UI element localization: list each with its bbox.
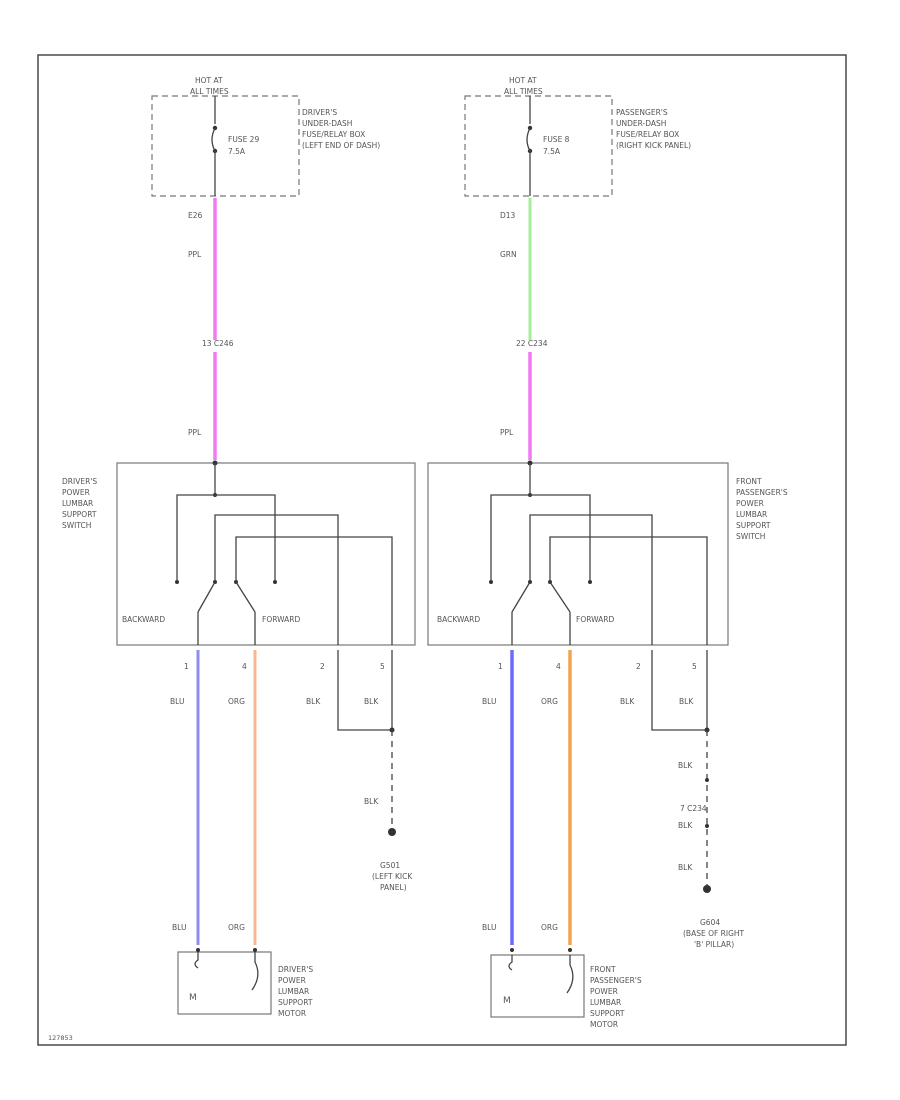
driver-motor-label-2: POWER	[278, 976, 306, 985]
driver-pin-2: 2	[320, 662, 325, 671]
passenger-ground-wire-label-2: BLK	[678, 821, 693, 830]
passenger-inline-connector: 22 C234	[516, 339, 548, 348]
driver-fuse-box-label-1: DRIVER'S	[302, 108, 337, 117]
driver-fuse-box-label-3: FUSE/RELAY BOX	[302, 130, 365, 139]
driver-wire-org-label: ORG	[228, 697, 245, 706]
driver-switch-label-2: POWER	[62, 488, 90, 497]
passenger-circuit: HOT AT ALL TIMES FUSE 8 7.5A PASSENGER'S…	[427, 76, 788, 1029]
passenger-lumbar-motor	[490, 954, 585, 1018]
passenger-pin-4: 4	[556, 662, 561, 671]
driver-ground-label-3: PANEL)	[380, 883, 407, 892]
driver-motor-label-4: SUPPORT	[278, 998, 313, 1007]
passenger-fuse-hot-line2: ALL TIMES	[504, 87, 543, 96]
diagram-frame	[37, 54, 847, 1046]
passenger-fuse-label-2: 7.5A	[543, 147, 561, 156]
passenger-lumbar-switch	[427, 462, 729, 646]
passenger-ground-point	[703, 885, 711, 893]
passenger-switch-label-5: SUPPORT	[736, 521, 771, 530]
driver-motor-symbol: M	[189, 993, 197, 1003]
passenger-fuse-box-label-4: (RIGHT KICK PANEL)	[616, 141, 691, 150]
driver-motor-wire-blu-label: BLU	[172, 923, 186, 932]
passenger-motor-label-6: MOTOR	[590, 1020, 618, 1029]
driver-wire-mid-label: PPL	[188, 428, 202, 437]
passenger-ground-label-3: 'B' PILLAR)	[694, 940, 734, 949]
driver-fuse-hot-line2: ALL TIMES	[190, 87, 229, 96]
driver-fuse-box	[151, 95, 300, 197]
driver-fuse-label-1: FUSE 29	[228, 135, 259, 144]
driver-fuse-hot-line1: HOT AT	[195, 76, 223, 85]
passenger-motor-wire-blu-label: BLU	[482, 923, 496, 932]
driver-switch-label-4: SUPPORT	[62, 510, 97, 519]
passenger-ground-label-1: G604	[700, 918, 720, 927]
passenger-motor-label-3: POWER	[590, 987, 618, 996]
driver-wire-blu-label: BLU	[170, 697, 184, 706]
driver-ground-point	[388, 828, 396, 836]
passenger-motor-label-4: LUMBAR	[590, 998, 621, 1007]
driver-pin-5: 5	[380, 662, 385, 671]
driver-motor-label-1: DRIVER'S	[278, 965, 313, 974]
passenger-switch-label-6: SWITCH	[736, 532, 765, 541]
driver-forward-label: FORWARD	[262, 615, 300, 624]
passenger-fuse-box-label-1: PASSENGER'S	[616, 108, 668, 117]
figure-id: 127853	[48, 1034, 73, 1042]
passenger-wire-blu-label: BLU	[482, 697, 496, 706]
driver-motor-label-5: MOTOR	[278, 1009, 306, 1018]
driver-fuse-box-label-4: (LEFT END OF DASH)	[302, 141, 380, 150]
passenger-motor-label-5: SUPPORT	[590, 1009, 625, 1018]
driver-motor-label-3: LUMBAR	[278, 987, 309, 996]
passenger-wire-blk-label-1: BLK	[620, 697, 635, 706]
passenger-fuse-box-label-3: FUSE/RELAY BOX	[616, 130, 679, 139]
driver-fuse-box-label-2: UNDER-DASH	[302, 119, 352, 128]
driver-circuit: HOT AT ALL TIMES FUSE 29 7.5A DRIVER'S U…	[62, 76, 416, 1018]
driver-wire-blk-label-1: BLK	[306, 697, 321, 706]
passenger-ground-connector: 7 C234	[680, 804, 707, 813]
passenger-backward-label: BACKWARD	[437, 615, 480, 624]
driver-ground-label-2: (LEFT KICK	[372, 872, 413, 881]
passenger-motor-label-1: FRONT	[590, 965, 616, 974]
passenger-switch-label-4: LUMBAR	[736, 510, 767, 519]
passenger-motor-wire-org-label: ORG	[541, 923, 558, 932]
driver-backward-label: BACKWARD	[122, 615, 165, 624]
passenger-motor-label-2: PASSENGER'S	[590, 976, 642, 985]
passenger-connector-top: D13	[500, 211, 516, 220]
driver-connector-top: E26	[188, 211, 203, 220]
driver-fuse-label-2: 7.5A	[228, 147, 246, 156]
driver-wire-blk-label-2: BLK	[364, 697, 379, 706]
driver-ground-label-1: G501	[380, 861, 400, 870]
driver-pin-1: 1	[184, 662, 189, 671]
passenger-fuse-label-1: FUSE 8	[543, 135, 570, 144]
driver-motor-wire-org-label: ORG	[228, 923, 245, 932]
passenger-switch-label-3: POWER	[736, 499, 764, 508]
passenger-wire-top-label: GRN	[500, 250, 517, 259]
passenger-fuse-hot-line1: HOT AT	[509, 76, 537, 85]
passenger-wire-blk-label-2: BLK	[679, 697, 694, 706]
passenger-wire-mid-label: PPL	[500, 428, 514, 437]
driver-wire-top-label: PPL	[188, 250, 202, 259]
passenger-fuse-box	[464, 95, 613, 197]
driver-switch-label-1: DRIVER'S	[62, 477, 97, 486]
passenger-ground-wire-label-1: BLK	[678, 761, 693, 770]
passenger-ground-label-2: (BASE OF RIGHT	[683, 929, 745, 938]
driver-switch-label-5: SWITCH	[62, 521, 91, 530]
driver-pin-4: 4	[242, 662, 247, 671]
passenger-pin-1: 1	[498, 662, 503, 671]
passenger-wire-org-label: ORG	[541, 697, 558, 706]
driver-switch-label-3: LUMBAR	[62, 499, 93, 508]
passenger-switch-label-1: FRONT	[736, 477, 762, 486]
passenger-forward-label: FORWARD	[576, 615, 614, 624]
passenger-motor-symbol: M	[503, 996, 511, 1006]
passenger-ground-wire-label-3: BLK	[678, 863, 693, 872]
passenger-pin-5: 5	[692, 662, 697, 671]
driver-inline-connector: 13 C246	[202, 339, 234, 348]
driver-lumbar-motor	[177, 951, 272, 1015]
passenger-pin-2: 2	[636, 662, 641, 671]
driver-lumbar-switch	[116, 462, 416, 646]
passenger-fuse-box-label-2: UNDER-DASH	[616, 119, 666, 128]
passenger-switch-label-2: PASSENGER'S	[736, 488, 788, 497]
driver-ground-wire-label: BLK	[364, 797, 379, 806]
